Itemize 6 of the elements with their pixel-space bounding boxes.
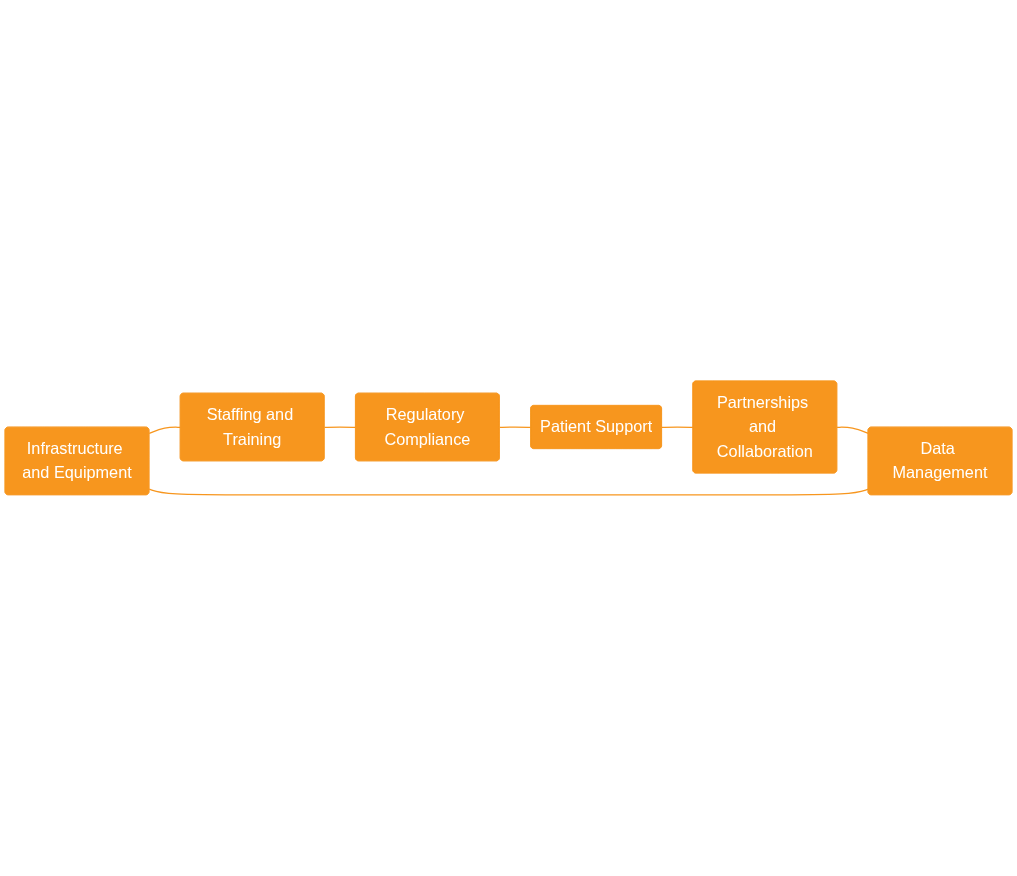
- connector: [836, 426, 869, 435]
- connector: [661, 426, 694, 428]
- connector: [323, 426, 357, 428]
- connector: [148, 426, 182, 435]
- connector: [499, 426, 532, 428]
- connector: [148, 488, 869, 496]
